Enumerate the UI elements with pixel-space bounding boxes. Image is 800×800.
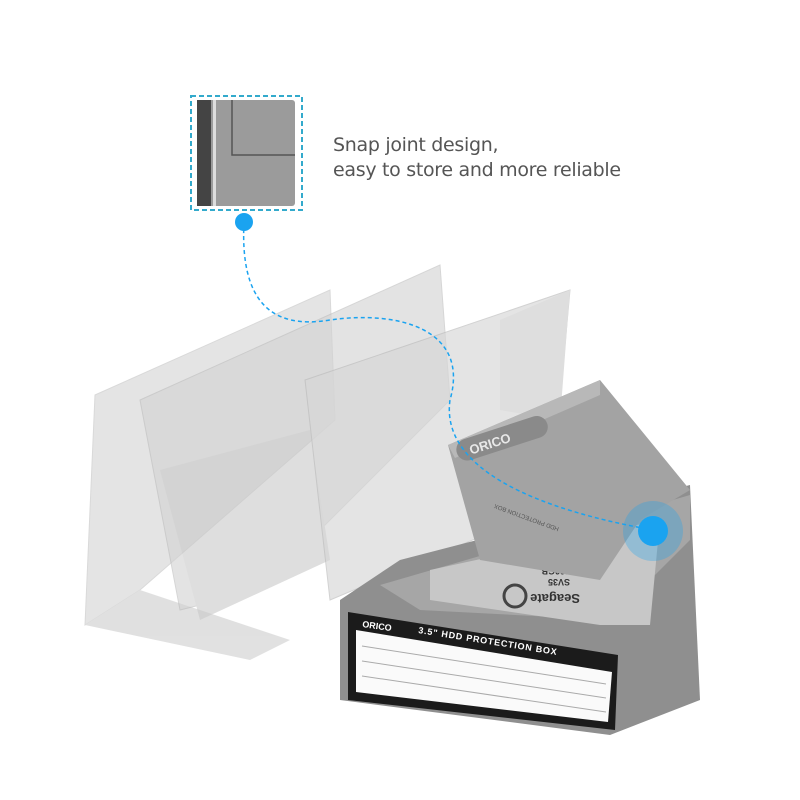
ghost-lid-mid <box>139 264 451 620</box>
callout-dot-bottom <box>638 516 668 546</box>
snap-joint-callout <box>190 95 683 561</box>
snap-joint-zoom-image <box>197 100 295 206</box>
seagate-logo-icon <box>502 583 528 609</box>
callout-dot-top <box>235 213 253 231</box>
drive-model: SV35 <box>548 577 570 587</box>
brand-logo: ORICO <box>362 619 393 633</box>
label-area <box>356 630 612 722</box>
hdd-box-lid: ORICO HDD PROTECTION BOX <box>448 380 690 580</box>
drive-brand: Seagate <box>530 591 580 606</box>
feature-caption: Snap joint design, easy to store and mor… <box>333 133 621 183</box>
caption-line-2: easy to store and more reliable <box>333 159 621 181</box>
caption-line-1: Snap joint design, <box>333 134 499 156</box>
